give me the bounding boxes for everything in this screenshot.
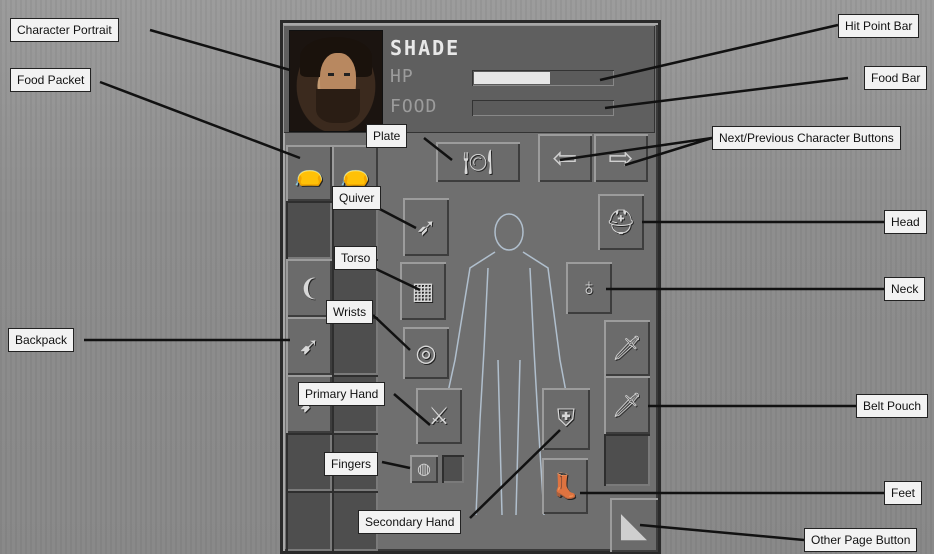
chainmail-icon: ▦: [411, 277, 435, 305]
plate-slot[interactable]: 🍽: [436, 142, 520, 182]
ring-slot-right[interactable]: [442, 455, 464, 483]
previous-character-button[interactable]: ⇦: [538, 134, 592, 182]
food-bar: [472, 100, 614, 116]
bag-icon: 👝: [340, 159, 370, 187]
neck-slot[interactable]: ♁: [566, 262, 612, 314]
arrow-icon: ➹: [298, 332, 320, 360]
boots-icon: 👢: [550, 472, 580, 500]
callout-other-page-button: Other Page Button: [804, 528, 918, 552]
dagger-icon: 🗡: [611, 391, 643, 419]
callout-food-packet: Food Packet: [10, 68, 92, 92]
callout-primary-hand: Primary Hand: [298, 382, 386, 406]
torso-slot[interactable]: ▦: [400, 262, 446, 320]
callout-fingers: Fingers: [324, 452, 379, 476]
plate-icon: 🍽: [462, 148, 494, 176]
primary-hand-slot[interactable]: ⚔: [416, 388, 462, 444]
belt-pouch-slot[interactable]: [604, 434, 650, 486]
callout-torso: Torso: [334, 246, 378, 270]
callout-character-portrait: Character Portrait: [10, 18, 119, 42]
secondary-hand-slot[interactable]: ⛨: [542, 388, 590, 450]
backpack-slot[interactable]: ➹: [286, 317, 332, 375]
callout-backpack: Backpack: [8, 328, 75, 352]
head-slot[interactable]: ⛑: [598, 194, 644, 250]
callout-head: Head: [884, 210, 927, 234]
amulet-icon: ♁: [580, 274, 598, 301]
belt-pouch-slot[interactable]: 🗡: [604, 376, 650, 434]
bracers-icon: ◎: [415, 339, 437, 367]
quiver-icon: ➶: [415, 213, 437, 241]
food-packet-slot[interactable]: 👝: [286, 145, 332, 201]
backpack-slot[interactable]: [286, 491, 332, 551]
quiver-slot[interactable]: ➶: [403, 198, 449, 256]
callout-plate: Plate: [366, 124, 408, 148]
callout-wrists: Wrists: [326, 300, 374, 324]
character-portrait[interactable]: [289, 30, 383, 132]
shield-icon: ⛨: [557, 405, 575, 432]
backpack-slot[interactable]: [286, 201, 332, 259]
callout-feet: Feet: [884, 481, 923, 505]
callout-hit-point-bar: Hit Point Bar: [838, 14, 920, 38]
backpack-slot[interactable]: ❨: [286, 259, 332, 317]
callout-neck: Neck: [884, 277, 926, 301]
sword-icon: ⚔: [428, 402, 450, 430]
feet-slot[interactable]: 👢: [542, 458, 588, 514]
ring-slot-left[interactable]: ◍: [410, 455, 438, 483]
callout-quiver: Quiver: [332, 186, 382, 210]
next-character-button[interactable]: ⇨: [594, 134, 648, 182]
callout-secondary-hand: Secondary Hand: [358, 510, 462, 534]
character-name: SHADE: [390, 36, 461, 60]
callout-belt-pouch: Belt Pouch: [856, 394, 929, 418]
hit-point-bar-fill: [474, 72, 550, 84]
hp-label: HP: [390, 66, 414, 87]
bow-icon: ❨: [298, 274, 320, 302]
helmet-icon: ⛑: [605, 208, 637, 236]
callout-food-bar: Food Bar: [864, 66, 928, 90]
backpack-slot[interactable]: [332, 317, 378, 375]
food-label: FOOD: [390, 96, 438, 117]
food-packet-icon: 👝: [294, 159, 324, 187]
belt-pouch-slot[interactable]: 🗡: [604, 320, 650, 376]
hit-point-bar: [472, 70, 614, 86]
callout-next-previous-buttons: Next/Previous Character Buttons: [712, 126, 901, 150]
wrists-slot[interactable]: ◎: [403, 327, 449, 379]
dagger-icon: 🗡: [611, 334, 643, 362]
arrow-right-icon: ⇨: [608, 141, 634, 175]
ring-icon: ◍: [417, 461, 431, 478]
